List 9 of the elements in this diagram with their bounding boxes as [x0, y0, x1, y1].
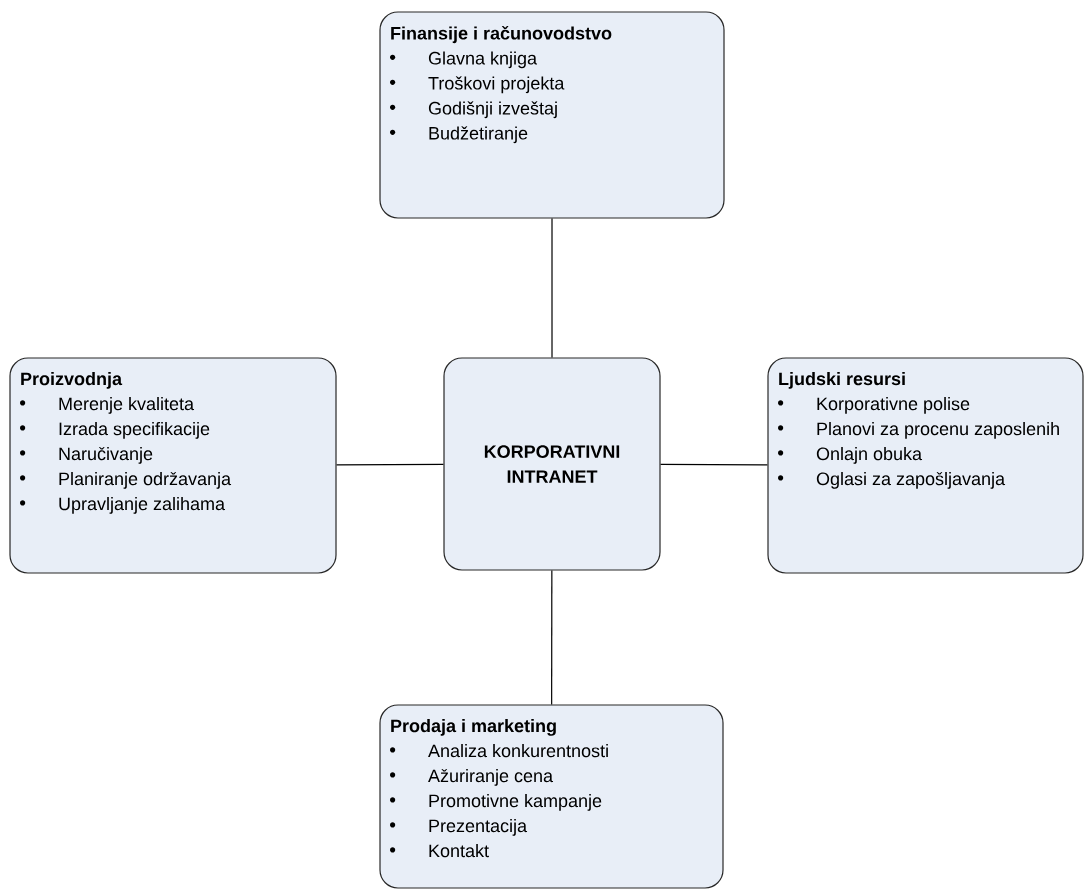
section-box: Prodaja i marketing Analiza konkurentnosti Ažuriranje cena Promotivne kampanje Prezentacija Kontakt	[379, 704, 724, 889]
connector-line	[551, 570, 553, 705]
section-box: Ljudski resursi Korporativne polise Planovi za procenu zaposlenih Onlajn obuka Oglasi za zapošljavanja	[767, 357, 1084, 574]
connector-line	[660, 463, 768, 466]
section-box: KORPORATIVNI INTRANET	[443, 357, 661, 571]
connector-line	[551, 218, 553, 358]
connector-line	[336, 463, 444, 466]
section-box: Finansije i računovodstvo Glavna knjiga Troškovi projekta Godišnji izveštaj Budžetiranje	[379, 11, 725, 219]
section-box: Proizvodnja Merenje kvaliteta Izrada specifikacije Naručivanje Planiranje održavanja Upravljanje zalihama	[9, 357, 337, 574]
